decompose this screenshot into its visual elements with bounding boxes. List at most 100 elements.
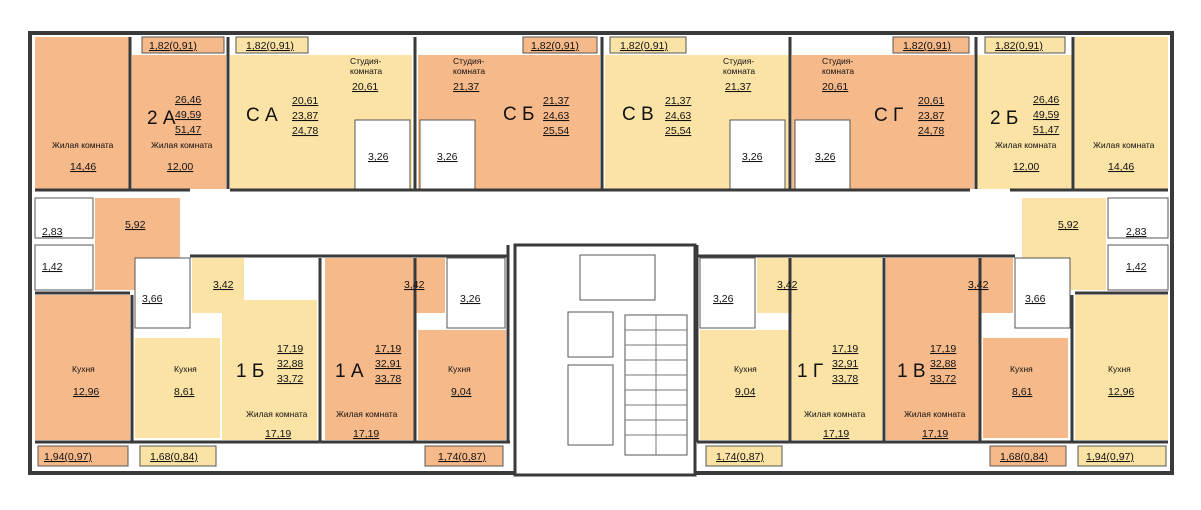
apt-code-2b: 2 Б — [990, 108, 1018, 129]
area-2a-2: 49,59 — [175, 109, 201, 121]
area-1g-2: 32,91 — [832, 358, 858, 370]
kitchen-2a-area: 12,96 — [73, 386, 99, 398]
room-1b-living — [222, 300, 317, 440]
living-label-1a: Жилая комната — [336, 409, 398, 419]
apt-code-1a: 1 А — [335, 361, 364, 382]
wc-2a — [34, 244, 94, 291]
bath-2a — [34, 197, 94, 239]
area-cg-2: 23,87 — [918, 110, 944, 122]
apt-code-cb: С Б — [503, 104, 534, 125]
corridor-1a-area: 3,42 — [404, 279, 425, 291]
kitchen-label-1b: Кухня — [174, 364, 197, 374]
bath-cg-area: 3,26 — [815, 151, 836, 163]
kitchen-label-1g: Кухня — [734, 364, 757, 374]
kitchen-label-1a: Кухня — [448, 364, 471, 374]
room-1g-area: 17,19 — [823, 428, 849, 440]
balcony-cg-area: 1,82(0,91) — [903, 40, 951, 52]
area-ca-2: 23,87 — [292, 110, 318, 122]
bath-cv — [729, 119, 786, 190]
apt-code-cv: С В — [622, 104, 654, 125]
wc-2a-area: 1,42 — [42, 261, 63, 273]
corridor-1v — [955, 258, 1013, 313]
area-ca-1: 20,61 — [292, 95, 318, 107]
balcony-cv — [609, 36, 687, 54]
balcony-ca-area: 1,82(0,91) — [246, 40, 294, 52]
kitchen-1b-area: 8,61 — [174, 386, 195, 398]
area-cg-3: 24,78 — [918, 125, 944, 137]
bath-1a — [446, 257, 506, 329]
bath-ca — [354, 119, 411, 190]
apt-code-cg: С Г — [874, 105, 903, 126]
corridor-1b-area: 3,42 — [213, 279, 234, 291]
kitchen-2b-area: 12,96 — [1108, 386, 1134, 398]
bath-1g-area: 3,26 — [713, 293, 734, 305]
kitchen-1a — [418, 330, 506, 440]
area-1a-2: 32,91 — [375, 358, 401, 370]
balcony-kitchen-2a-area: 1,94(0,97) — [44, 451, 92, 463]
bath-1a-area: 3,26 — [460, 293, 481, 305]
area-ca-3: 24,78 — [292, 125, 318, 137]
area-cv-3: 25,54 — [665, 125, 691, 137]
corridor-1v-area: 3,42 — [968, 279, 989, 291]
kitchen-label-2b: Кухня — [1108, 364, 1131, 374]
area-2a-1: 26,46 — [175, 94, 201, 106]
kitchen-2a — [35, 295, 130, 440]
kitchen-1v-area: 8,61 — [1012, 386, 1033, 398]
area-2b-2: 49,59 — [1033, 109, 1059, 121]
balcony-1b — [139, 445, 217, 467]
corridor-2b-area: 5,92 — [1058, 219, 1079, 231]
room-1g-living — [792, 258, 882, 440]
bath-1g — [699, 257, 756, 329]
kitchen-1g — [700, 330, 790, 440]
area-1g-3: 33,78 — [832, 373, 858, 385]
bath-ca-area: 3,26 — [368, 151, 389, 163]
corridor-1a — [390, 258, 445, 313]
area-1v-2: 32,88 — [930, 358, 956, 370]
bath-1v — [1014, 257, 1071, 329]
bath-cv-area: 3,26 — [742, 151, 763, 163]
balcony-1b-area: 1,68(0,84) — [150, 451, 198, 463]
living-label-1b: Жилая комната — [246, 409, 308, 419]
elevator-1 — [579, 254, 656, 301]
balcony-2a-area: 1,82(0,91) — [149, 40, 197, 52]
studio-label-cv-1: Студия- — [723, 56, 754, 66]
bath-2b-area: 2,83 — [1126, 226, 1147, 238]
area-cb-1: 21,37 — [543, 95, 569, 107]
balcony-2b — [984, 36, 1066, 54]
bath-cb — [419, 119, 476, 190]
living-label-2a-1: Жилая комната — [52, 140, 114, 150]
living-label-2b-2: Жилая комната — [1093, 140, 1155, 150]
balcony-ca — [235, 36, 309, 54]
balcony-1a — [424, 445, 504, 467]
studio-label-cb-1: Студия- — [453, 56, 484, 66]
area-2b-1: 26,46 — [1033, 94, 1059, 106]
bath-1b — [134, 257, 191, 329]
living-label-1g: Жилая комната — [804, 409, 866, 419]
balcony-1g — [705, 445, 783, 467]
room-2b-1-area: 12,00 — [1013, 161, 1039, 173]
stair-treads — [625, 315, 687, 455]
studio-label-cg-2: комната — [822, 66, 854, 76]
apt-code-1v: 1 В — [897, 361, 926, 382]
studio-label-ca-2: комната — [350, 66, 382, 76]
area-1v-3: 33,72 — [930, 373, 956, 385]
apt-code-2a: 2 А — [147, 108, 176, 129]
room-2a-living-1 — [35, 37, 130, 189]
wc-2b — [1107, 244, 1169, 291]
area-cb-2: 24,63 — [543, 110, 569, 122]
bath-cg — [794, 119, 851, 190]
bath-2b — [1107, 197, 1169, 239]
area-2a-3: 51,47 — [175, 124, 201, 136]
balcony-cg — [892, 36, 970, 54]
kitchen-2b — [1075, 295, 1168, 440]
elevator-3 — [567, 364, 614, 446]
room-2a-1-area: 14,46 — [70, 161, 96, 173]
kitchen-1g-area: 9,04 — [735, 386, 756, 398]
apt-code-1b: 1 Б — [236, 361, 264, 382]
area-1b-2: 32,88 — [277, 358, 303, 370]
area-1a-3: 33,78 — [375, 373, 401, 385]
room-2a-2-area: 12,00 — [167, 161, 193, 173]
bath-2a-area: 2,83 — [42, 226, 63, 238]
bath-1b-area: 3,66 — [142, 293, 163, 305]
